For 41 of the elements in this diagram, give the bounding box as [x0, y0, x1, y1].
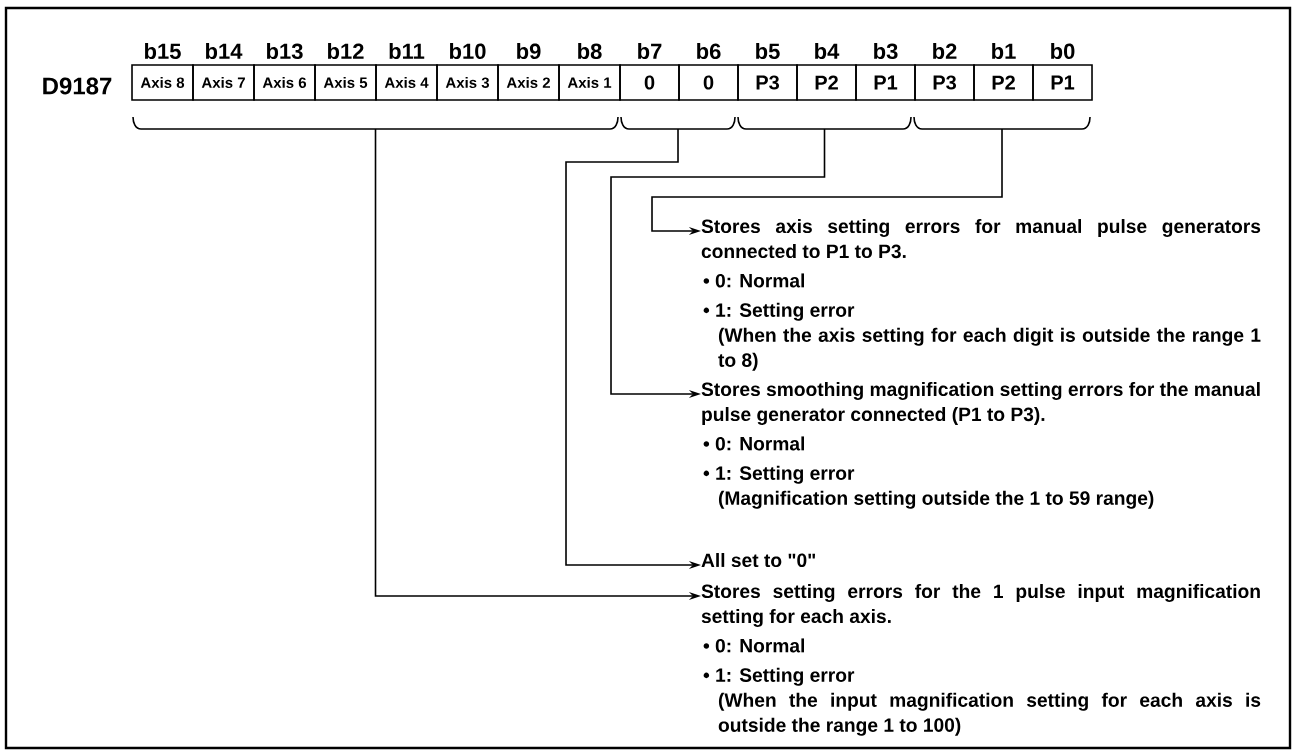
bit-label: b14	[206, 42, 243, 60]
description-text: Stores smoothing magnification setting errors for the manual pulse generator connected (P1 to P3). • 0: Normal • 1: Setting error (Magnification setting outside the 1 to 59 range)	[701, 382, 1260, 509]
bit-cell: P3	[914, 64, 975, 101]
bit-cell: Axis 3	[436, 64, 499, 101]
bit-label: b3	[874, 42, 898, 60]
bit-label: b7	[638, 42, 662, 60]
bit-cell: Axis 8	[131, 64, 194, 101]
bit-label: b11	[389, 42, 425, 60]
bit-label: b5	[756, 42, 780, 60]
description-text: Stores setting errors for the 1 pulse input magnification setting for each axis. • 0: Normal • 1: Setting error (When the input magnification setting for each axis is outside the range 1 to 100)	[701, 584, 1261, 736]
bracket	[620, 116, 736, 130]
bit-cell: P1	[1032, 64, 1093, 101]
bit-cell: 0	[678, 64, 739, 101]
bit-cell: Axis 6	[253, 64, 316, 101]
bit-cell: P3	[737, 64, 798, 101]
bit-label: b1	[992, 42, 1016, 60]
bracket	[913, 116, 1091, 130]
bit-label: b12	[328, 42, 364, 60]
bit-label: b8	[578, 42, 602, 60]
bit-label: b2	[933, 42, 957, 60]
bit-cell: Axis 5	[314, 64, 377, 101]
bit-cell: Axis 2	[497, 64, 560, 101]
bit-cell: P1	[855, 64, 916, 101]
bit-label: b13	[267, 42, 303, 60]
bit-label: b9	[517, 42, 541, 60]
bit-cell: Axis 4	[375, 64, 438, 101]
bit-label: b10	[450, 42, 486, 60]
bit-cell: 0	[619, 64, 680, 101]
bit-label: b4	[815, 42, 840, 60]
bit-label: b15	[145, 42, 181, 60]
bit-cell: P2	[796, 64, 857, 101]
bit-label: b6	[697, 42, 721, 60]
description-text: Stores axis setting errors for manual pulse generators connected to P1 to P3. • 0: Normal • 1: Setting error (When the axis setting for each digit is outside the range 1 to 8)	[701, 219, 1261, 371]
bit-cell: Axis 1	[558, 64, 621, 101]
bracket	[132, 116, 619, 130]
register-label: D9187	[43, 77, 112, 95]
description-text: All set to "0"	[701, 553, 816, 568]
bit-label: b0	[1051, 42, 1075, 60]
bracket	[737, 116, 912, 130]
bit-cell: Axis 7	[192, 64, 255, 101]
bit-cell: P2	[973, 64, 1034, 101]
